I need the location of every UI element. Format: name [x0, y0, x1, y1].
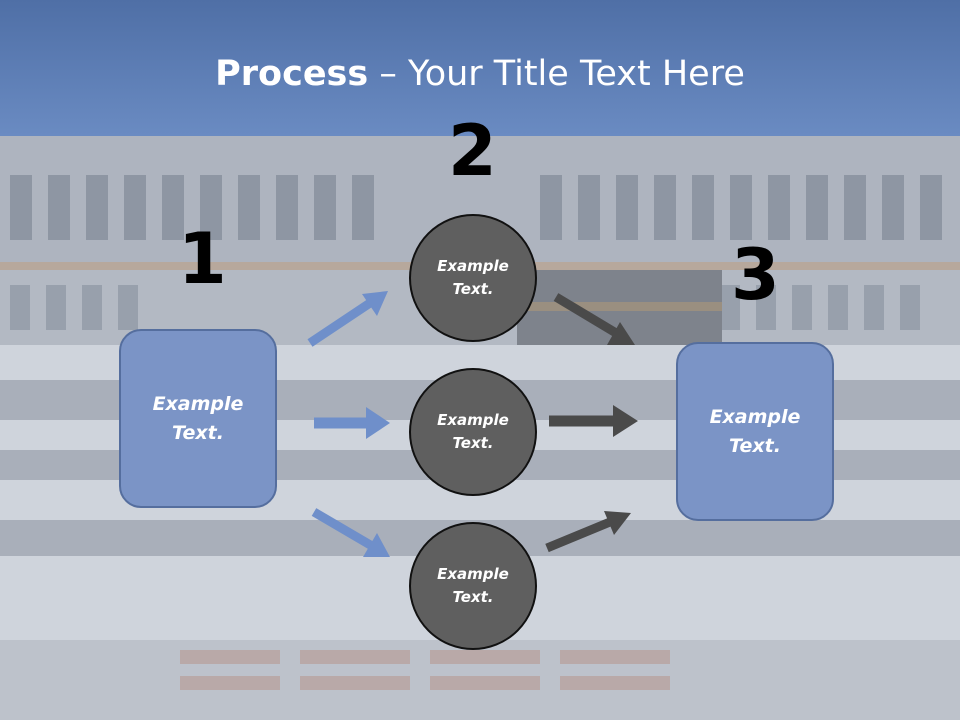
- title-rest: – Your Title Text Here: [368, 54, 745, 94]
- title-bold: Process: [215, 54, 369, 94]
- arrow-1-to-middle: [314, 407, 390, 439]
- step-1-box[interactable]: Example Text.: [119, 329, 277, 508]
- arrow-top-to-3: [553, 293, 635, 345]
- slide-title: Process – Your Title Text Here: [0, 50, 960, 98]
- step-2-circle-3[interactable]: Example Text.: [409, 522, 537, 650]
- step-3-text: Example Text.: [709, 405, 801, 457]
- step-2-circle-3-text: Example Text.: [437, 565, 509, 606]
- arrow-middle-to-3: [549, 405, 638, 437]
- step-2-number: 2: [448, 110, 497, 192]
- step-3-number: 3: [731, 234, 780, 316]
- step-2-circle-2-text: Example Text.: [437, 411, 509, 452]
- step-1-number: 1: [178, 218, 227, 300]
- title-bar: [0, 0, 960, 136]
- arrow-bottom-to-3: [545, 511, 631, 553]
- step-2-circle-2[interactable]: Example Text.: [409, 368, 537, 496]
- arrow-1-to-top: [307, 291, 388, 347]
- step-2-circle-1[interactable]: Example Text.: [409, 214, 537, 342]
- step-2-circle-1-text: Example Text.: [437, 257, 509, 298]
- step-1-text: Example Text.: [152, 392, 244, 444]
- step-3-box[interactable]: Example Text.: [676, 342, 834, 521]
- arrow-1-to-bottom: [311, 508, 390, 557]
